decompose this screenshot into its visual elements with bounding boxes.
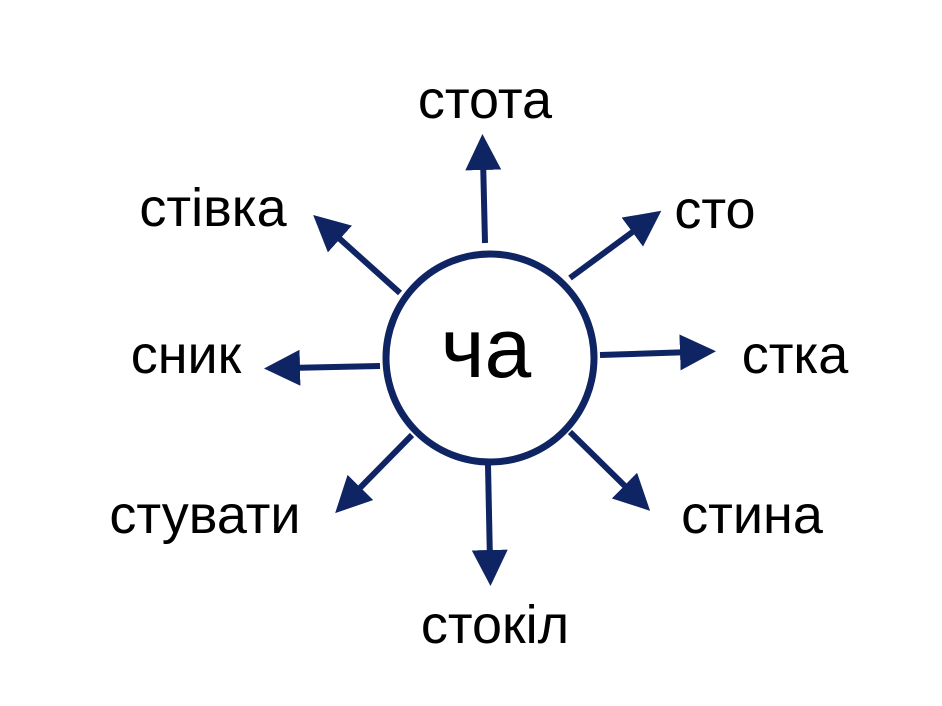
center-syllable: ча [441, 301, 532, 395]
word-bottom-right: стина [681, 485, 824, 545]
arrow-top-left [313, 214, 403, 296]
center-circle [382, 250, 598, 466]
arrow-right [599, 334, 716, 371]
arrow-bottom-left [335, 432, 415, 514]
arrow-bottom-right [567, 429, 651, 511]
word-right: стка [742, 325, 850, 385]
word-top: стота [418, 70, 553, 130]
word-top-left: стівка [139, 178, 287, 238]
arrow-top-right [568, 210, 662, 281]
arrow-top [465, 134, 502, 244]
word-bottom: стокіл [421, 595, 569, 655]
word-bottom-left: стувати [109, 485, 300, 545]
word-top-right: сто [674, 180, 755, 240]
arrow-left [264, 349, 381, 386]
word-left: сник [131, 325, 242, 385]
arrow-bottom [471, 464, 508, 586]
